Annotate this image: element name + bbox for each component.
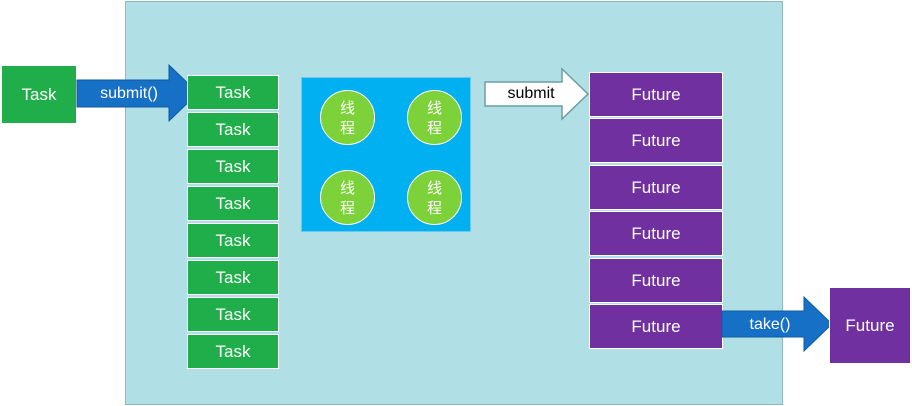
queue-task: Task: [187, 149, 279, 184]
queue-task-label: Task: [215, 341, 251, 361]
queue-task: Task: [187, 112, 279, 147]
queue-task: Task: [187, 186, 279, 221]
queue-task-label: Task: [215, 267, 251, 287]
future-label: Future: [631, 270, 681, 290]
thread-circle: 线 程: [320, 90, 375, 145]
future-label: Future: [631, 130, 681, 150]
result-future-label: Future: [845, 315, 895, 335]
future-box: Future: [589, 72, 723, 117]
future-label: Future: [631, 223, 681, 243]
thread-pool: 线 程 线 程 线 程 线 程: [301, 77, 471, 232]
queue-task: Task: [187, 223, 279, 258]
queue-task-label: Task: [215, 156, 251, 176]
future-box: Future: [589, 258, 723, 303]
queue-task-label: Task: [215, 119, 251, 139]
result-future-box: Future: [829, 287, 911, 364]
future-label: Future: [631, 84, 681, 104]
incoming-task-label: Task: [21, 84, 57, 104]
submit-arrow: [484, 67, 590, 121]
future-queue: Future Future Future Future Future Futur…: [589, 72, 723, 350]
queue-task: Task: [187, 75, 279, 110]
queue-task: Task: [187, 260, 279, 295]
queue-task-label: Task: [215, 82, 251, 102]
thread-circle: 线 程: [407, 90, 462, 145]
queue-task: Task: [187, 334, 279, 369]
take-arrow: [721, 295, 833, 353]
future-box: Future: [589, 118, 723, 163]
thread-circle: 线 程: [320, 170, 375, 225]
submit-call-label: submit(): [100, 85, 158, 102]
future-box: Future: [589, 211, 723, 256]
future-label: Future: [631, 177, 681, 197]
take-label: take(): [749, 316, 791, 333]
future-label: Future: [631, 316, 681, 336]
future-box: Future: [589, 165, 723, 210]
future-box: Future: [589, 304, 723, 349]
queue-task: Task: [187, 297, 279, 332]
task-queue: Task Task Task Task Task Task Task Task: [187, 75, 279, 369]
submit-call-arrow: [76, 63, 199, 123]
submit-label: submit: [507, 85, 555, 102]
queue-task-label: Task: [215, 304, 251, 324]
queue-task-label: Task: [215, 230, 251, 250]
queue-task-label: Task: [215, 193, 251, 213]
incoming-task-box: Task: [1, 65, 77, 124]
thread-circle: 线 程: [407, 170, 462, 225]
